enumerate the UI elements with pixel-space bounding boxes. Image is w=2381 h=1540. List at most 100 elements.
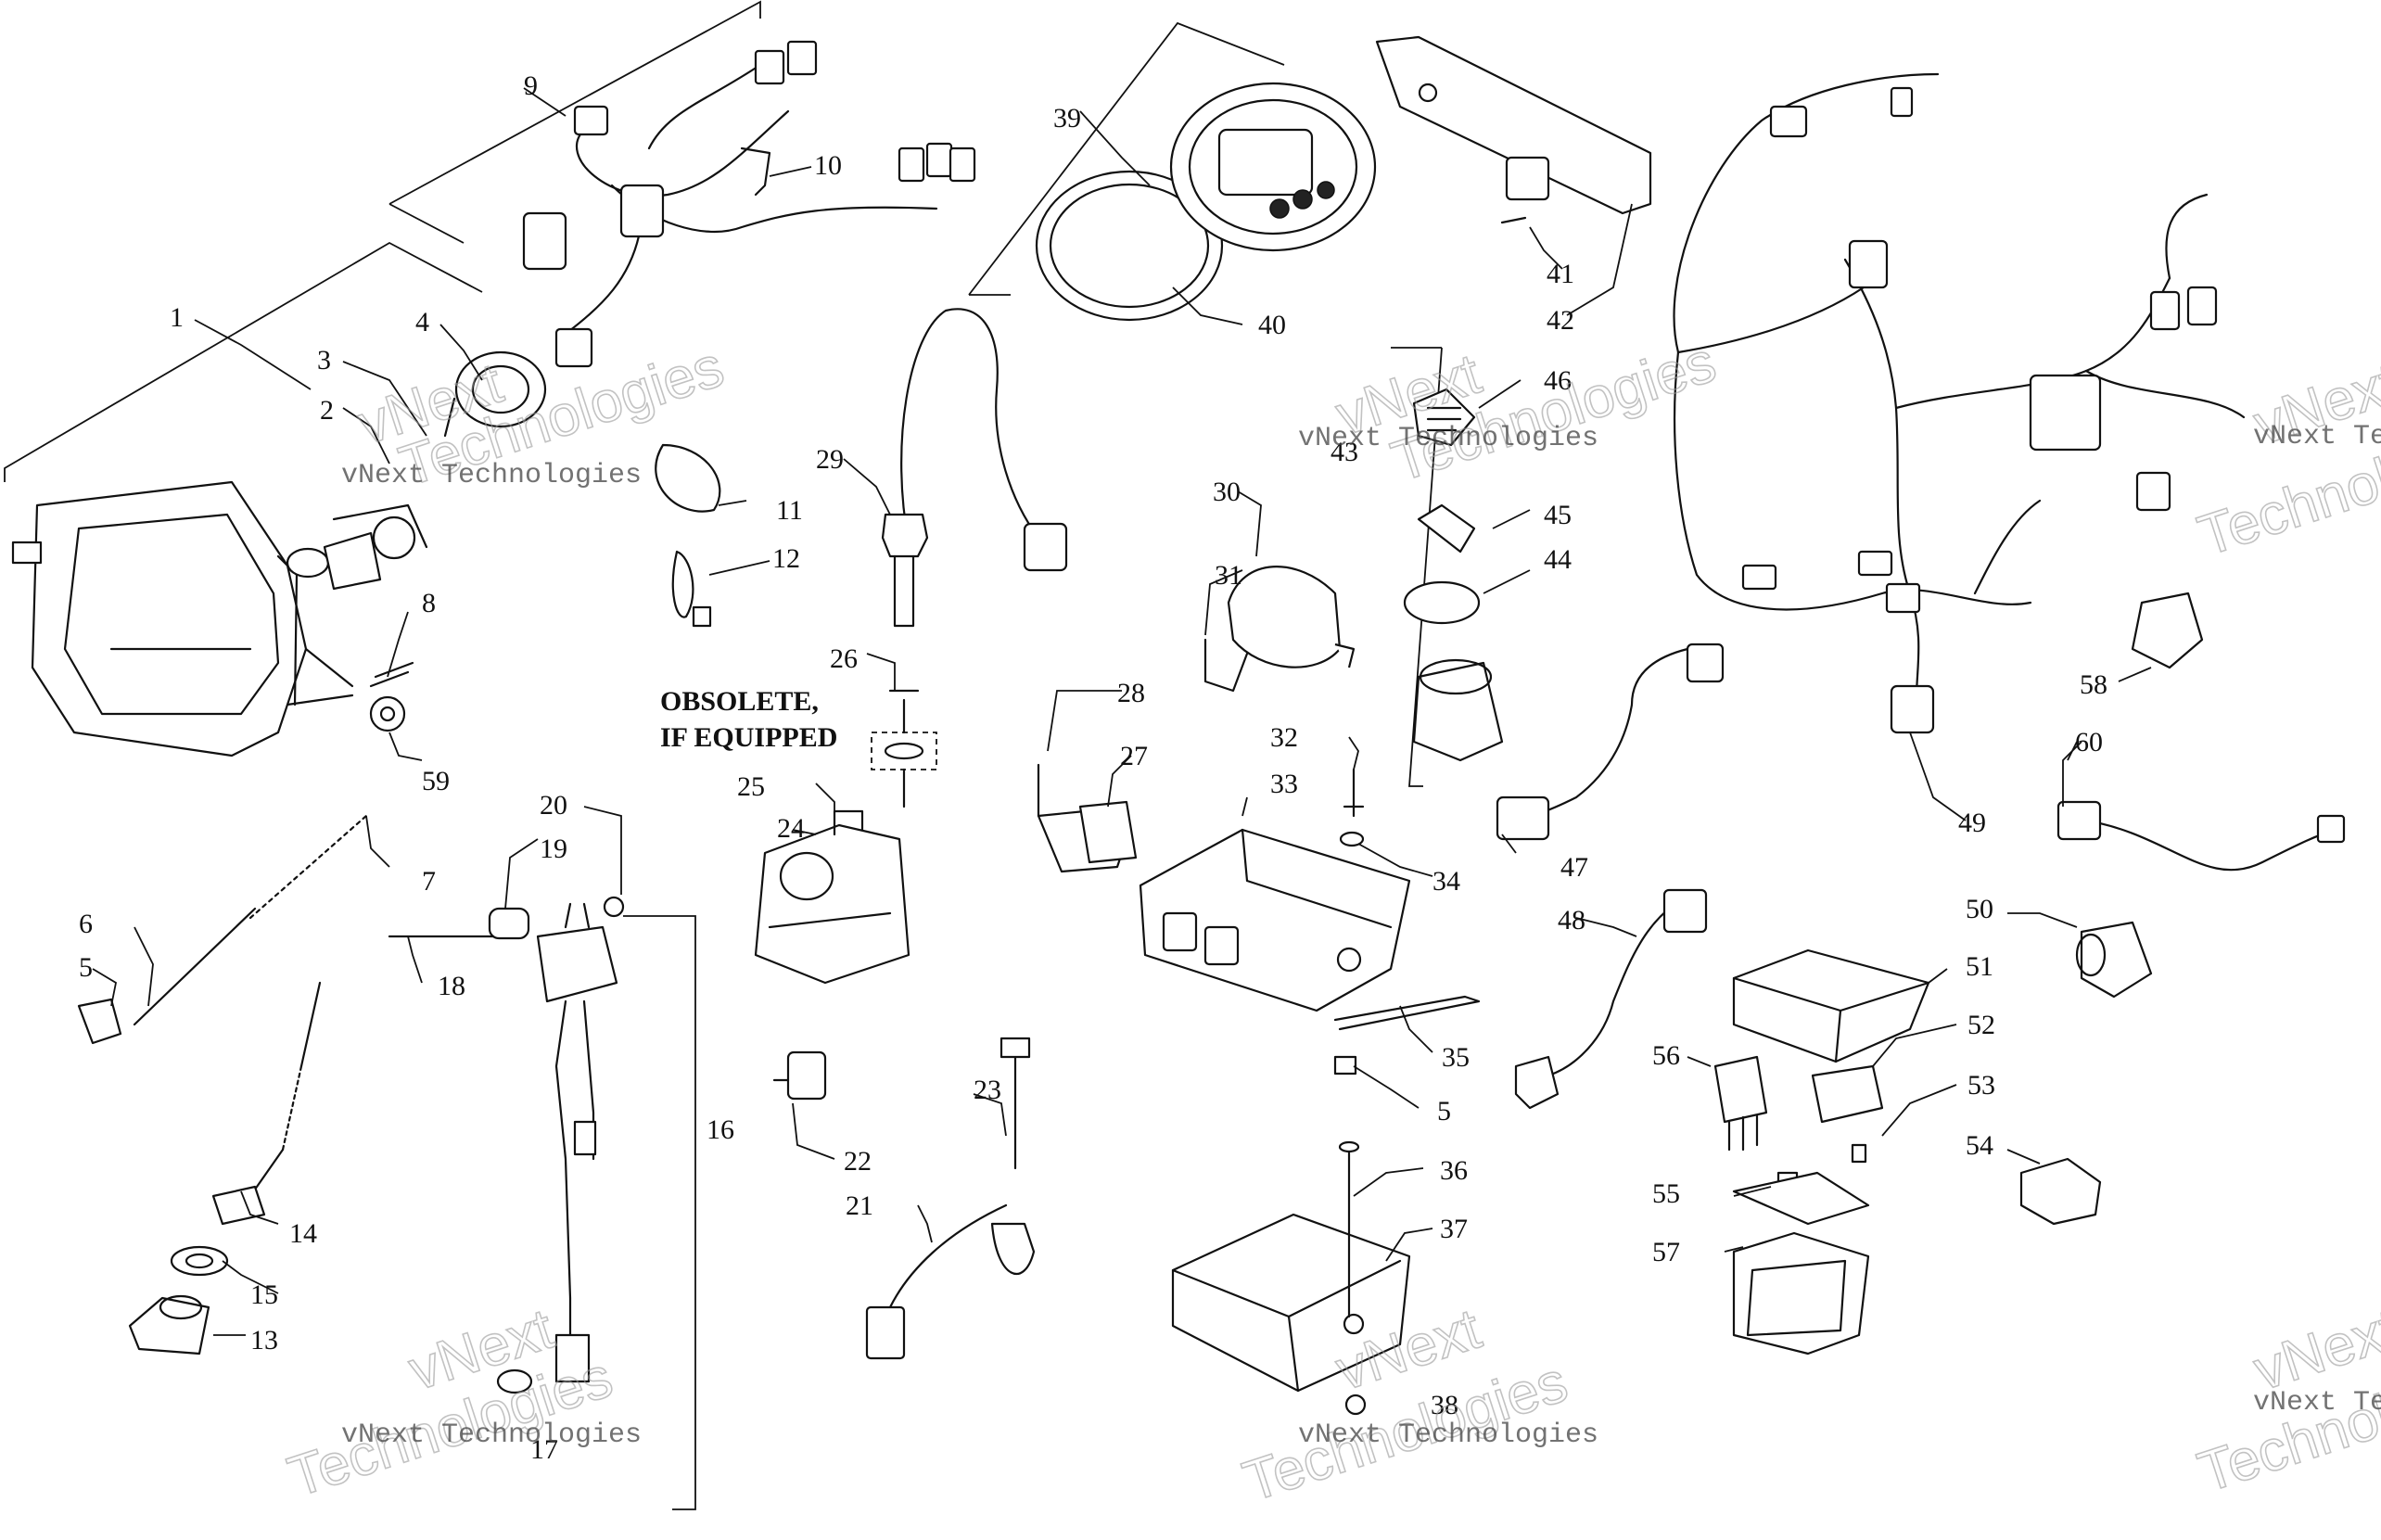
callout-42: 42 — [1547, 305, 1574, 336]
instrument-gauge — [1035, 82, 1377, 322]
cap-plug — [2019, 1157, 2102, 1226]
callout-49: 49 — [1958, 808, 1986, 838]
mounting-plate — [1375, 35, 1652, 224]
svg-text:vNext Technologies: vNext Technologies — [341, 460, 642, 491]
callout-26: 26 — [830, 643, 858, 674]
callout-44: 44 — [1544, 544, 1572, 575]
obsolete-note-line2: IF EQUIPPED — [660, 722, 837, 753]
callout-6: 6 — [79, 909, 93, 939]
callout-29: 29 — [816, 444, 844, 475]
callout-52: 52 — [1967, 1010, 1995, 1040]
watermark-2: vNext Technologies vNext Technologies — [1298, 329, 1724, 495]
callout-28: 28 — [1117, 678, 1145, 708]
plug-cap — [128, 1294, 210, 1355]
callout-37: 37 — [1440, 1214, 1468, 1244]
relay-module — [1171, 1140, 1411, 1416]
sub-harness — [522, 40, 976, 368]
callout-41: 41 — [1547, 259, 1574, 289]
callout-5a: 5 — [79, 952, 93, 983]
callout-11: 11 — [776, 495, 803, 526]
watermark-6: vNext Technologies vNext Technologies — [2190, 1296, 2381, 1506]
callout-55: 55 — [1652, 1178, 1680, 1209]
callout-20: 20 — [540, 790, 567, 821]
fuse-box-cover — [1732, 948, 1930, 1063]
callout-25: 25 — [737, 771, 765, 802]
callout-21: 21 — [846, 1190, 873, 1221]
obsolete-note-line1: OBSOLETE, — [660, 686, 819, 717]
fuse-box-base — [1732, 1171, 1870, 1355]
callout-24: 24 — [777, 813, 805, 844]
callout-45: 45 — [1544, 500, 1572, 530]
callout-53: 53 — [1967, 1070, 1995, 1101]
spring-cable — [211, 981, 322, 1226]
callout-38: 38 — [1431, 1390, 1458, 1420]
callout-19: 19 — [540, 834, 567, 864]
servo-actuator — [754, 768, 910, 985]
callout-1: 1 — [170, 302, 184, 333]
callout-47: 47 — [1560, 852, 1588, 883]
ignition-switch — [1403, 388, 1504, 762]
callout-31: 31 — [1215, 560, 1242, 591]
callout-36: 36 — [1440, 1155, 1468, 1186]
ecu-module — [1139, 768, 1411, 1012]
callout-33: 33 — [1270, 769, 1298, 799]
callout-12: 12 — [772, 543, 800, 574]
leader-lines — [92, 87, 2152, 1336]
svg-text:vNext Technologies: vNext Technologies — [2253, 1387, 2381, 1419]
nut — [170, 1245, 229, 1277]
callout-32: 32 — [1270, 722, 1298, 753]
callout-40: 40 — [1258, 310, 1286, 340]
sensor-cable — [1514, 888, 1708, 1110]
callout-10: 10 — [814, 150, 842, 181]
svg-text:vNext Technologies: vNext Technologies — [1298, 1419, 1598, 1451]
callout-54: 54 — [1966, 1130, 1993, 1161]
callout-58: 58 — [2080, 669, 2107, 700]
watermark-1: vNext Technologies vNext Technologies — [341, 334, 732, 500]
cable-tie — [671, 550, 712, 628]
watermark-4: vNext Technologies vNext Technologies — [280, 1296, 642, 1510]
callout-27: 27 — [1120, 741, 1148, 771]
callout-51: 51 — [1966, 951, 1993, 982]
bulb-socket — [443, 350, 547, 438]
relay-small — [1811, 1064, 1884, 1124]
switch-sensor — [772, 1050, 827, 1101]
extension-cable — [2056, 800, 2346, 872]
callout-16: 16 — [707, 1114, 734, 1145]
callout-3: 3 — [317, 345, 331, 375]
callout-17: 17 — [530, 1434, 558, 1465]
svg-text:vNext Technologies: vNext Technologies — [1298, 423, 1598, 454]
throttle-cable — [77, 814, 368, 1045]
callout-2: 2 — [320, 395, 334, 426]
obsolete-note: OBSOLETE, IF EQUIPPED — [660, 686, 937, 770]
callout-15: 15 — [250, 1279, 278, 1310]
svg-text:vNext Technologies: vNext Technologies — [341, 1419, 642, 1451]
callout-43: 43 — [1331, 437, 1358, 467]
relay-large — [1713, 1055, 1768, 1152]
callout-14: 14 — [289, 1218, 317, 1249]
rocker-switch — [2131, 592, 2204, 669]
callout-23: 23 — [974, 1075, 1001, 1105]
callout-22: 22 — [844, 1146, 872, 1177]
callout-30: 30 — [1213, 477, 1241, 507]
callout-5b: 5 — [1437, 1096, 1451, 1126]
svg-text:vNext Technologies: vNext Technologies — [2253, 421, 2381, 452]
cable-sensor — [865, 1037, 1036, 1360]
wire-clip — [740, 146, 771, 197]
headlight-assembly — [11, 480, 354, 757]
callout-7: 7 — [422, 866, 436, 897]
callout-57: 57 — [1652, 1237, 1680, 1267]
assembly-brackets — [4, 0, 1443, 1510]
callout-13: 13 — [250, 1325, 278, 1355]
clamp-ring — [655, 443, 721, 513]
cotter-pin — [369, 661, 414, 732]
callout-8: 8 — [422, 588, 436, 618]
callout-60: 60 — [2075, 727, 2103, 757]
callout-46: 46 — [1544, 365, 1572, 396]
buzzer-horn — [1203, 566, 1356, 693]
callout-34: 34 — [1432, 866, 1460, 897]
callout-35: 35 — [1442, 1042, 1470, 1073]
main-wiring-harness — [1496, 72, 2246, 841]
callout-39: 39 — [1053, 103, 1081, 134]
callout-9: 9 — [524, 70, 538, 101]
headlight-bulb — [286, 503, 428, 591]
